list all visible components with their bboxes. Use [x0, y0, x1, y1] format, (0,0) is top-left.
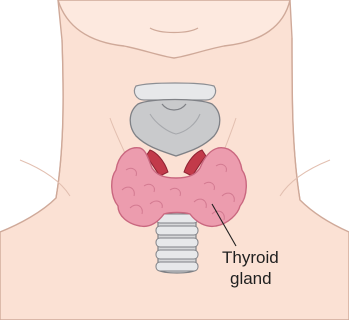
thyroid-label-line-2: gland: [230, 269, 272, 289]
thyroid-label-line-1: Thyroid: [222, 248, 279, 268]
trachea-rings: [156, 214, 198, 271]
hyoid-bone: [134, 83, 215, 100]
